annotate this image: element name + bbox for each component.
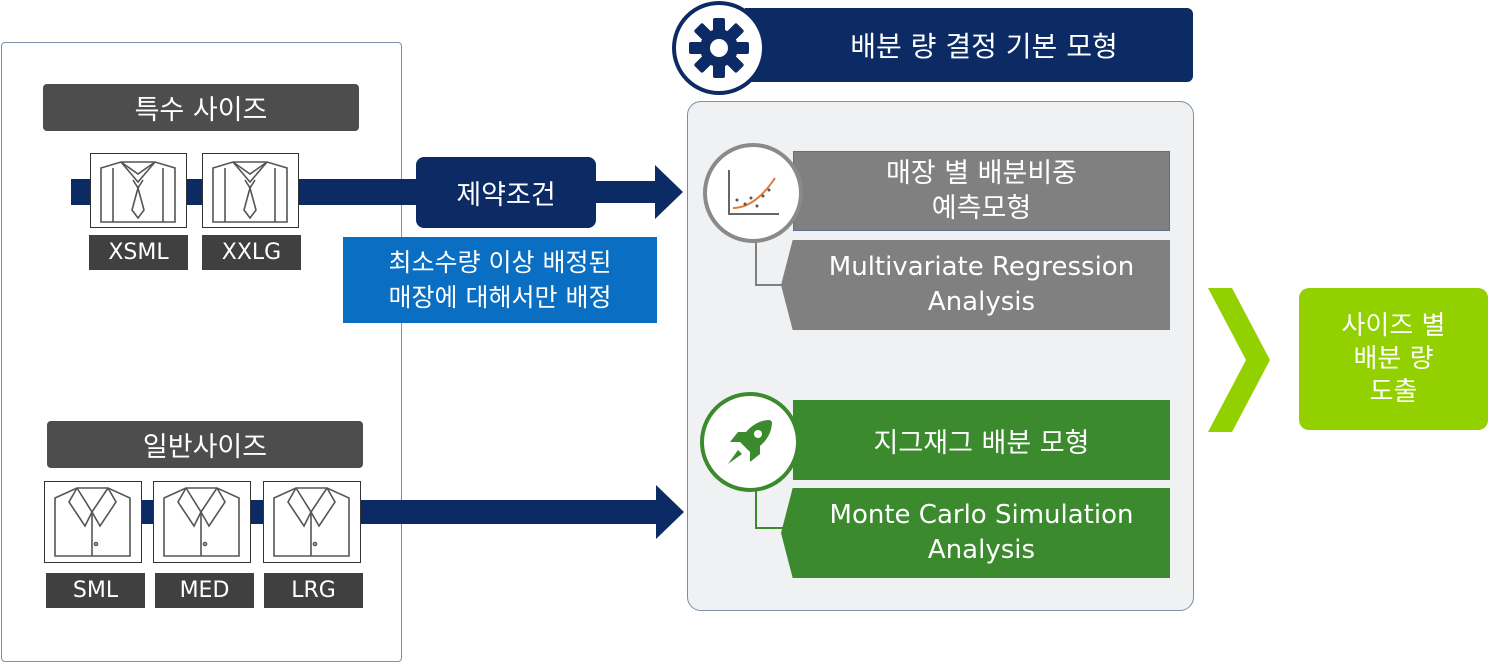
size-label-lrg: LRG	[264, 573, 363, 608]
constraint-arrow-head	[655, 165, 683, 219]
simulation-method-box: Monte Carlo Simulation Analysis	[781, 488, 1170, 578]
gear-icon	[689, 18, 749, 78]
jacket-icon	[273, 487, 350, 557]
scatter-plot-icon	[728, 170, 779, 215]
jacket-tile-lrg	[263, 481, 361, 563]
constraint-description: 최소수량 이상 배정된 매장에 대해서만 배정	[343, 237, 657, 323]
dress-shirt-icon	[212, 161, 288, 223]
jacket-tile-med	[153, 481, 251, 563]
regression-connector	[755, 230, 784, 286]
size-label-xxlg: XXLG	[202, 235, 301, 270]
constraint-arrow-shaft	[596, 181, 658, 203]
jacket-tile-sml	[44, 481, 142, 563]
size-label-med: MED	[155, 573, 254, 608]
zigzag-model-box: 지그재그 배분 모형	[793, 400, 1170, 480]
shirt-tile-xsml	[90, 153, 187, 228]
size-label-sml: SML	[46, 573, 145, 608]
size-label-xsml: XSML	[89, 235, 188, 270]
jacket-icon	[163, 487, 240, 557]
model-header: 배분 량 결정 기본 모형	[745, 8, 1193, 82]
constraint-box: 제약조건	[416, 157, 596, 228]
gear-badge	[672, 1, 766, 95]
size-input-panel	[1, 42, 402, 662]
regression-method-box: Multivariate Regression Analysis	[781, 240, 1170, 330]
zigzag-badge	[700, 392, 800, 492]
dress-shirt-icon	[100, 161, 176, 223]
regression-badge	[703, 143, 803, 243]
store-ratio-model-box: 매장 별 배분비중 예측모형	[793, 151, 1170, 231]
general-size-header: 일반사이즈	[47, 421, 363, 468]
result-chevron-arrow	[1208, 288, 1270, 432]
rocket-icon	[728, 420, 772, 464]
zigzag-connector	[755, 478, 784, 529]
shirt-tile-xxlg	[202, 153, 299, 228]
general-size-arrow-head	[656, 485, 684, 539]
special-size-header: 특수 사이즈	[43, 84, 359, 131]
jacket-icon	[54, 487, 131, 557]
result-box: 사이즈 별 배분 량 도출	[1299, 288, 1488, 430]
